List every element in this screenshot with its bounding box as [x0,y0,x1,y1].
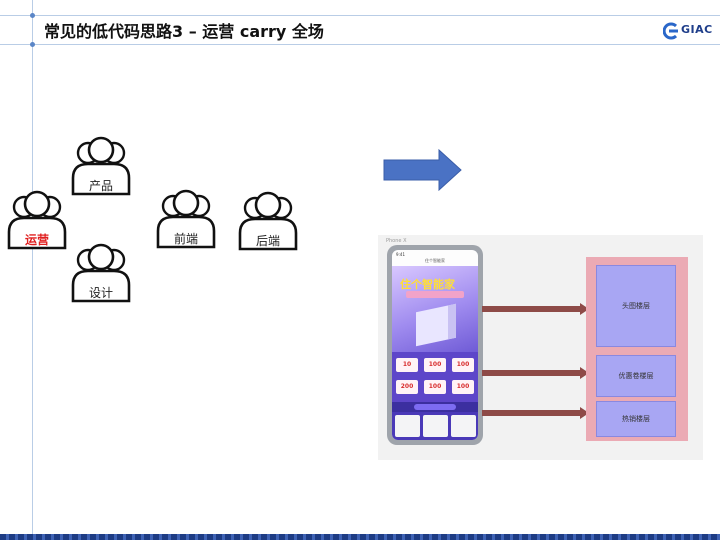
floor-label: 头图楼层 [622,302,650,310]
device-caption: Phone X [386,238,407,244]
phone-frame: 9:41 住个智能家 住个智能家 10 100 100 200 100 100 [387,245,483,445]
coupon: 10 [396,358,418,372]
connector-head-floor [482,306,580,312]
role-label-ops: 运营 [24,233,49,247]
section-divider [392,402,478,412]
product-card [423,415,448,437]
person-outline-icon [71,136,131,196]
guide-line-top [0,15,720,16]
coupon-floor: 10 100 100 200 100 100 [392,352,478,402]
phone-nav-title: 住个智能家 [425,258,445,263]
hot-sale-floor [392,412,478,440]
floor-head: 头图楼层 [596,265,676,347]
phone-screen: 9:41 住个智能家 住个智能家 10 100 100 200 100 100 [392,250,478,440]
person-outline-icon [238,191,298,251]
person-outline-icon [156,189,216,249]
connector-hot-floor [482,410,580,416]
coupon: 100 [424,380,446,394]
connector-coupon-floor [482,370,580,376]
floor-hot: 热销楼层 [596,401,676,437]
giac-logo-icon: GIAC [662,22,715,40]
role-label-frontend: 前端 [173,232,198,246]
guide-line-title-bottom [0,44,720,45]
role-backend: 后端 [235,191,301,263]
guide-dot-bottom [30,42,35,47]
right-arrow-icon [383,148,463,195]
banner-product-box [416,303,456,347]
floor-label: 热销楼层 [622,415,650,423]
floor-label: 优惠卷楼层 [618,372,654,380]
role-label-backend: 后端 [255,234,280,248]
role-frontend: 前端 [153,189,219,261]
coupon: 100 [424,358,446,372]
role-design: 设计 [68,243,134,315]
person-outline-icon [71,243,131,303]
product-card [395,415,420,437]
connector-arrowhead [580,407,589,419]
banner-title: 住个智能家 [400,278,455,291]
role-label-product: 产品 [88,179,113,193]
banner-floor: 住个智能家 [392,266,478,352]
slide-title: 常见的低代码思路3 – 运营 carry 全场 [44,22,324,41]
coupon: 100 [452,358,474,372]
status-time: 9:41 [396,252,405,257]
role-label-design: 设计 [88,286,113,300]
logo-text: GIAC [681,23,713,36]
guide-line-left [32,0,33,540]
connector-arrowhead [580,367,589,379]
banner-subtitle-bar [406,291,464,298]
role-product: 产品 [68,136,134,208]
coupon: 100 [452,380,474,394]
page-builder-mockup: Phone X 9:41 住个智能家 住个智能家 10 100 100 200 … [378,235,703,460]
floor-coupon: 优惠卷楼层 [596,355,676,397]
footer-bar [0,534,720,540]
product-card [451,415,476,437]
guide-dot-top [30,13,35,18]
connector-arrowhead [580,303,589,315]
role-ops: 运营 [4,190,70,262]
person-outline-icon [7,190,67,250]
coupon: 200 [396,380,418,394]
logo-mark-icon [662,22,678,40]
